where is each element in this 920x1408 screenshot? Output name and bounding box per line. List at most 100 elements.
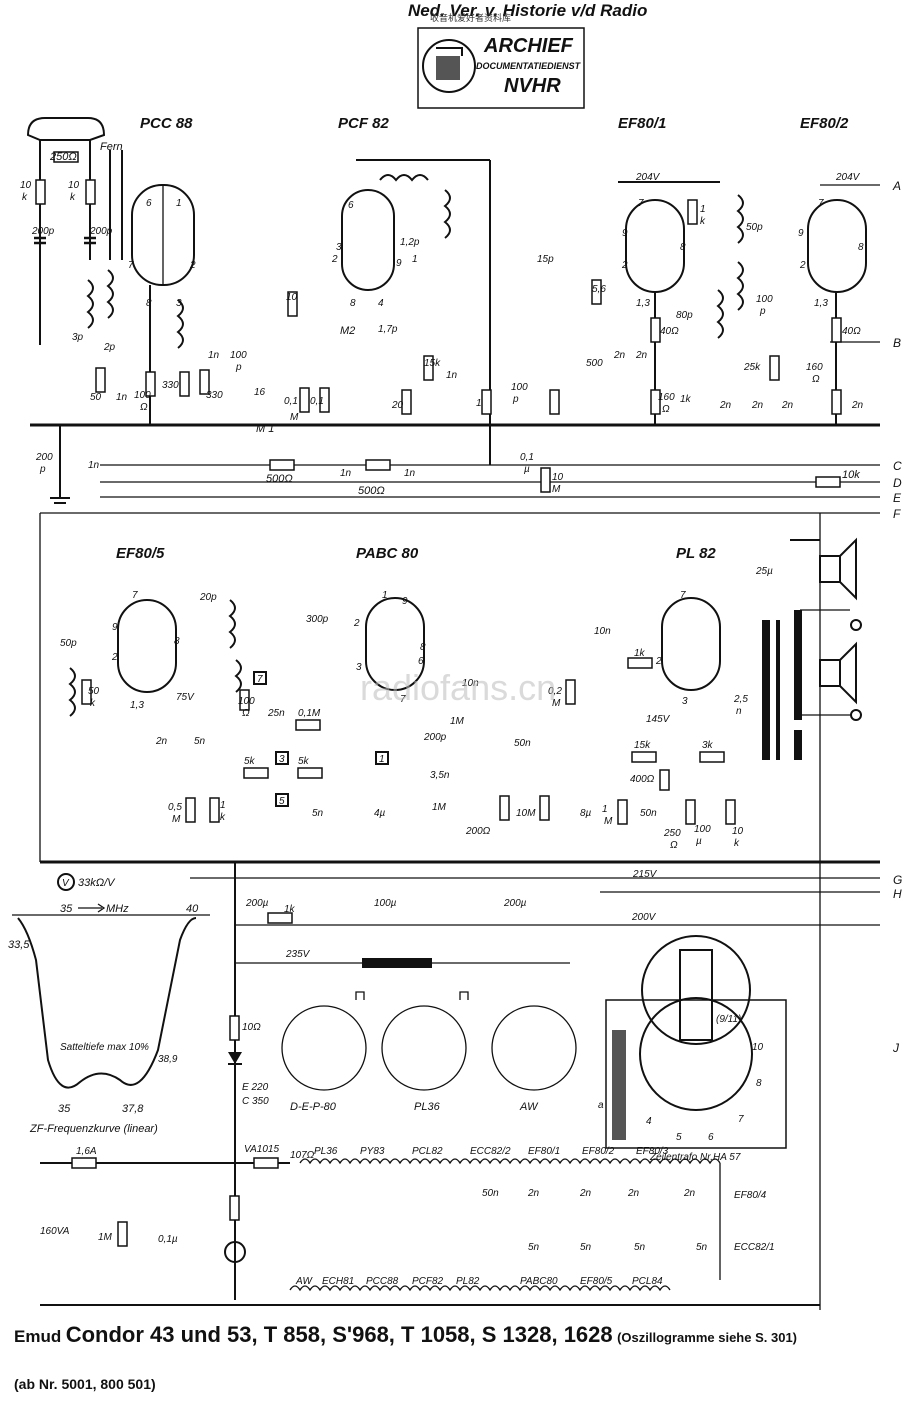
- svg-text:H: H: [893, 887, 902, 901]
- svg-text:k: k: [700, 216, 706, 227]
- svg-text:8: 8: [174, 636, 180, 647]
- svg-text:10: 10: [732, 826, 744, 837]
- svg-text:PCF82: PCF82: [412, 1276, 444, 1287]
- svg-text:p: p: [512, 394, 519, 405]
- heater-chain: 1,6A 160VA 1M 0,1µ VA1015 107Ω PL36 PY83…: [40, 1144, 820, 1306]
- svg-text:Ω: Ω: [242, 708, 250, 719]
- svg-text:D: D: [893, 476, 902, 490]
- top-rails: [30, 184, 880, 862]
- svg-text:AW: AW: [519, 1101, 539, 1113]
- svg-text:10n: 10n: [594, 626, 611, 637]
- socket-diagrams: 10Ω E 220 C 350 D-E-P-80 PL36 AW: [228, 991, 577, 1113]
- brand: Emud: [14, 1327, 62, 1346]
- svg-text:3: 3: [682, 696, 688, 707]
- svg-text:37,8: 37,8: [122, 1103, 144, 1115]
- svg-text:80p: 80p: [676, 310, 693, 321]
- oscillogram-note: (Oszillogramme siehe S. 301): [617, 1330, 797, 1345]
- svg-text:10n: 10n: [462, 678, 479, 689]
- svg-text:5k: 5k: [298, 756, 310, 767]
- model-list: Condor 43 und 53, T 858, S'968, T 1058, …: [65, 1322, 613, 1347]
- svg-text:50: 50: [90, 392, 102, 403]
- svg-text:10M: 10M: [516, 808, 536, 819]
- svg-text:500Ω: 500Ω: [358, 485, 385, 497]
- svg-text:VA1015: VA1015: [244, 1144, 279, 1155]
- svg-text:7: 7: [738, 1114, 744, 1125]
- svg-text:B: B: [893, 336, 901, 350]
- serial-note: (ab Nr. 5001, 800 501): [14, 1376, 156, 1392]
- svg-text:160: 160: [806, 362, 823, 373]
- svg-text:10: 10: [20, 180, 32, 191]
- svg-text:1n: 1n: [446, 370, 458, 381]
- if-response-curve: 35 MHz 40 33,5 38,9 Satteltiefe max 10% …: [8, 903, 210, 1135]
- svg-text:EF80/4: EF80/4: [734, 1190, 767, 1201]
- svg-text:M2: M2: [340, 325, 355, 337]
- svg-text:1: 1: [176, 198, 182, 209]
- svg-text:Ω: Ω: [140, 402, 148, 413]
- svg-text:C: C: [893, 459, 902, 473]
- svg-text:2n: 2n: [683, 1188, 696, 1199]
- svg-text:ECH81: ECH81: [322, 1276, 354, 1287]
- archive-title: Ned. Ver. v. Historie v/d Radio: [408, 1, 647, 20]
- svg-text:p: p: [759, 306, 766, 317]
- svg-text:ZF-Frequenzkurve (linear): ZF-Frequenzkurve (linear): [29, 1123, 158, 1135]
- svg-text:2: 2: [189, 260, 196, 271]
- svg-text:M: M: [290, 412, 299, 423]
- svg-text:µ: µ: [524, 464, 530, 475]
- svg-text:100: 100: [238, 696, 255, 707]
- svg-text:5n: 5n: [528, 1242, 540, 1253]
- svg-text:40: 40: [186, 903, 199, 915]
- tube-ef80-1: EF80/1 204V 7 9 8 2 1,3 40Ω 160 Ω 2n 1 k…: [618, 115, 794, 425]
- svg-text:J: J: [892, 1041, 900, 1055]
- svg-text:1: 1: [382, 590, 388, 601]
- svg-text:n: n: [736, 706, 742, 717]
- svg-text:25k: 25k: [743, 362, 761, 373]
- svg-text:PCF 82: PCF 82: [338, 115, 390, 132]
- svg-text:3,5n: 3,5n: [430, 770, 450, 781]
- svg-text:40Ω: 40Ω: [842, 326, 861, 337]
- svg-text:300p: 300p: [306, 614, 329, 625]
- svg-text:M 1: M 1: [256, 423, 274, 435]
- svg-text:2: 2: [111, 652, 118, 663]
- svg-text:2n: 2n: [579, 1188, 592, 1199]
- svg-text:3p: 3p: [72, 332, 84, 343]
- svg-text:0,1: 0,1: [310, 396, 324, 407]
- svg-text:2,5: 2,5: [733, 694, 748, 705]
- svg-text:5n: 5n: [634, 1242, 646, 1253]
- svg-text:8: 8: [756, 1078, 762, 1089]
- svg-text:p: p: [39, 464, 46, 475]
- watermark-top: 收音机爱好者资料库: [430, 12, 511, 23]
- svg-text:8: 8: [858, 242, 864, 253]
- svg-text:50n: 50n: [640, 808, 657, 819]
- svg-text:75V: 75V: [176, 692, 195, 703]
- svg-text:1: 1: [379, 754, 385, 765]
- svg-text:10Ω: 10Ω: [242, 1022, 261, 1033]
- svg-text:9: 9: [798, 228, 804, 239]
- tube-pcc88: PCC 88 6 1 7 2 8 3 50 1n 100 Ω 330 330 1…: [90, 115, 247, 425]
- svg-text:2: 2: [655, 656, 662, 667]
- svg-text:160: 160: [658, 392, 675, 403]
- svg-text:160VA: 160VA: [40, 1226, 70, 1237]
- svg-text:5: 5: [279, 796, 285, 807]
- svg-text:5n: 5n: [312, 808, 324, 819]
- svg-text:1k: 1k: [680, 394, 692, 405]
- watermark-center: radiofans.cn: [360, 667, 556, 708]
- svg-text:200p: 200p: [89, 226, 113, 237]
- svg-text:1k: 1k: [284, 904, 296, 915]
- svg-text:EF80/5: EF80/5: [580, 1276, 613, 1287]
- svg-text:1,3: 1,3: [130, 700, 144, 711]
- svg-text:50: 50: [88, 686, 100, 697]
- svg-text:0,1: 0,1: [520, 452, 534, 463]
- svg-text:1n: 1n: [404, 468, 416, 479]
- antenna-input: 250Ω 10 k 10 k Fern 200p 200p 3p 2p: [20, 117, 123, 353]
- svg-text:10: 10: [552, 472, 564, 483]
- svg-text:1n: 1n: [88, 460, 100, 471]
- svg-text:PL36: PL36: [314, 1146, 338, 1157]
- svg-text:7: 7: [638, 198, 644, 209]
- svg-text:50p: 50p: [746, 222, 763, 233]
- svg-text:1,3: 1,3: [636, 298, 650, 309]
- svg-text:100: 100: [694, 824, 711, 835]
- svg-text:50n: 50n: [514, 738, 531, 749]
- svg-text:1,7p: 1,7p: [378, 324, 398, 335]
- svg-text:2: 2: [799, 260, 806, 271]
